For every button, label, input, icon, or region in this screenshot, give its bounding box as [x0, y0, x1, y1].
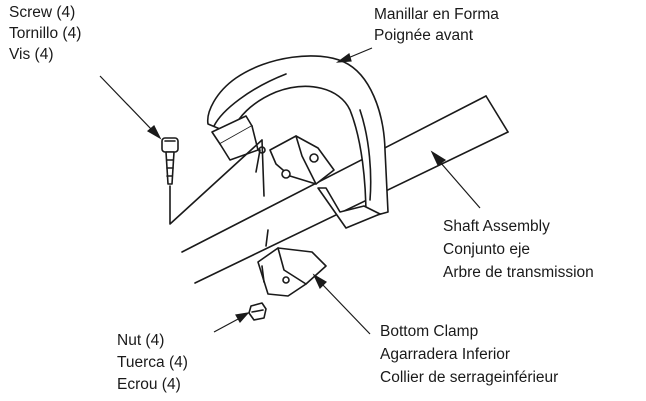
bottom-clamp-label: Bottom Clamp Agarradera Inferior Collier… — [380, 320, 558, 389]
handle-callout-arrow — [335, 47, 373, 63]
clamp-callout-arrow — [312, 273, 371, 335]
screw-label-en: Screw (4) — [9, 4, 76, 21]
shaft-assembly — [181, 95, 509, 284]
screw-callout-arrow — [99, 75, 162, 140]
bottom-clamp-label-fr: Collier de serrageinférieur — [380, 369, 559, 386]
shaft-callout-arrow — [430, 150, 481, 209]
assembly-guide-lines — [169, 139, 269, 247]
screw-label-fr: Vis (4) — [9, 46, 54, 63]
bottom-clamp-label-en: Bottom Clamp — [380, 323, 479, 340]
nut-label-fr: Ecrou (4) — [117, 376, 181, 393]
handle-bracket — [211, 115, 381, 229]
nut-label: Nut (4) Tuerca (4) Ecrou (4) — [117, 330, 188, 396]
bottom-clamp-label-es: Agarradera Inferior — [380, 346, 511, 363]
handle-label-fr: Poignée avant — [374, 27, 474, 44]
shaft-label-fr: Arbre de transmission — [443, 264, 594, 281]
callout-arrows — [99, 47, 481, 335]
nut — [248, 302, 267, 321]
screw-label-es: Tornillo (4) — [9, 25, 82, 42]
shaft-label: Shaft Assembly Conjunto eje Arbre de tra… — [443, 215, 594, 284]
screw — [161, 137, 179, 185]
shaft-label-en: Shaft Assembly — [443, 218, 550, 235]
nut-label-en: Nut (4) — [117, 332, 165, 349]
handle-label: Manillar en Forma Poignée avant — [374, 4, 499, 46]
nut-callout-arrow — [213, 312, 250, 333]
screw-label: Screw (4) Tornillo (4) Vis (4) — [9, 2, 81, 65]
shaft-label-es: Conjunto eje — [443, 241, 531, 258]
nut-label-es: Tuerca (4) — [117, 354, 188, 371]
bottom-clamp — [257, 247, 327, 297]
handle-label-es: Manillar en Forma — [374, 6, 499, 23]
